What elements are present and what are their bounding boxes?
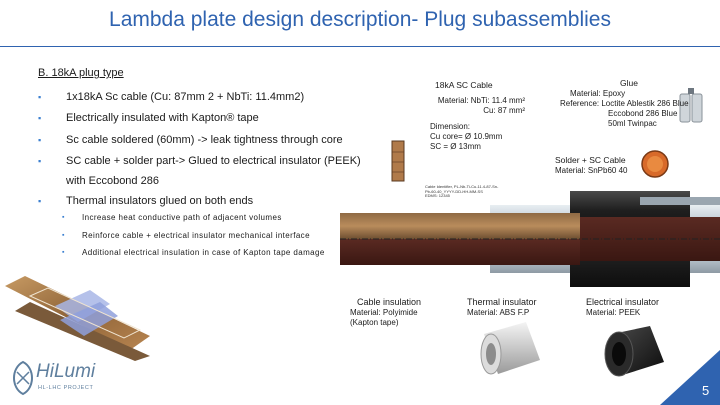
bullet-marker: ▪ [38, 156, 42, 166]
logo-subtitle: HL-LHC PROJECT [38, 385, 94, 391]
thermal-insulator-image [480, 322, 540, 375]
caption-line: Pb-60-40_YYYY-DD-HH-MM-SS [425, 188, 483, 194]
bullet-marker: ▪ [38, 135, 42, 145]
bullet-marker: ▪ [62, 249, 65, 256]
hilumi-logo-icon [13, 360, 33, 396]
bullet-marker: ▪ [38, 196, 42, 206]
caption-cable-insulation-material: Material: Polyimide [350, 308, 418, 317]
bullet-text: Electrically insulated with Kapton® tape [66, 112, 259, 124]
corner-accent [660, 350, 720, 405]
cable-dimension-core: Cu core= Ø 10.9mm [430, 132, 503, 141]
cable-3d-view [5, 276, 150, 361]
title-divider [0, 46, 720, 47]
cable-cross-section [391, 140, 405, 182]
page-number: 5 [702, 383, 710, 398]
bullet-text: Sc cable soldered (60mm) -> leak tightne… [66, 134, 343, 146]
cable-info-title: 18kA SC Cable [435, 80, 493, 90]
bullet-3: ▪ Sc cable soldered (60mm) -> leak tight… [38, 133, 343, 147]
cable-dimension-sc: SC = Ø 13mm [430, 142, 481, 151]
glue-reference-2: Eccobond 286 Blue [608, 109, 678, 118]
glue-reference-1: Reference: Loctite Ablestik 286 Blue [560, 99, 689, 108]
cable-dimension-label: Dimension: [430, 122, 471, 131]
caption-electrical-insulator-title: Electrical insulator [586, 297, 660, 307]
solder-cable-cross-section [641, 150, 669, 178]
caption-line: EDMS: 12345 [425, 193, 450, 198]
solder-info-material: Material: SnPb60 40 [555, 166, 628, 175]
caption-line: Cable Identifier, PL-Nb-Ti-Cu-11.4-87-Sn… [425, 184, 499, 189]
sub-bullet-1: ▪ Increase heat conductive path of adjac… [62, 213, 282, 223]
sub-bullet-3: ▪ Additional electrical insulation in ca… [62, 248, 325, 258]
sub-bullet-text: Increase heat conductive path of adjacen… [82, 213, 282, 222]
caption-thermal-insulator-title: Thermal insulator [467, 297, 537, 307]
bullet-5: ▪ Thermal insulators glued on both ends [38, 194, 254, 208]
bullet-marker: ▪ [62, 232, 65, 239]
bullet-1: ▪ 1x18kA Sc cable (Cu: 87mm 2 + NbTi: 11… [38, 90, 305, 104]
glue-info-title: Glue [620, 78, 638, 88]
bullet-marker: ▪ [38, 113, 42, 123]
sub-bullet-text: Reinforce cable + electrical insulator m… [82, 231, 310, 240]
page-title: Lambda plate design description- Plug su… [109, 8, 611, 31]
caption-electrical-insulator-material: Material: PEEK [586, 308, 641, 317]
bullet-text: SC cable + solder part-> Glued to electr… [66, 155, 361, 167]
cable-identifier-caption: Cable Identifier, PL-Nb-Ti-Cu-11.4-87-Sn… [425, 184, 499, 199]
electrical-insulator-image [604, 326, 664, 377]
cable-material-line2: Cu: 87 mm² [483, 106, 525, 115]
glue-cartridge-icon [679, 88, 703, 123]
bullet-4: ▪ SC cable + solder part-> Glued to elec… [38, 154, 361, 168]
section-subheading: B. 18kA plug type [38, 67, 124, 79]
solder-info-title: Solder + SC Cable [555, 155, 626, 165]
caption-cable-insulation-note: (Kapton tape) [350, 318, 399, 327]
logo-name: HiLumi [36, 361, 96, 382]
plug-assembly-cross-section [340, 191, 720, 287]
bullet-2: ▪ Electrically insulated with Kapton® ta… [38, 111, 259, 125]
caption-cable-insulation-title: Cable insulation [357, 297, 422, 307]
glue-reference-3: 50ml Twinpac [608, 119, 657, 128]
caption-thermal-insulator-material: Material: ABS F.P [467, 308, 530, 317]
sub-bullet-2: ▪ Reinforce cable + electrical insulator… [62, 231, 310, 241]
bullet-marker: ▪ [38, 92, 42, 102]
sub-bullet-text: Additional electrical insulation in case… [82, 248, 325, 257]
glue-material: Material: Epoxy [570, 89, 626, 98]
bullet-marker: ▪ [62, 214, 65, 221]
bullet-4-continued: with Eccobond 286 [66, 175, 159, 187]
bullet-text: Thermal insulators glued on both ends [66, 195, 254, 207]
cable-material-line1: Material: NbTi: 11.4 mm² [437, 96, 525, 105]
bullet-text: 1x18kA Sc cable (Cu: 87mm 2 + NbTi: 11.4… [66, 91, 305, 103]
